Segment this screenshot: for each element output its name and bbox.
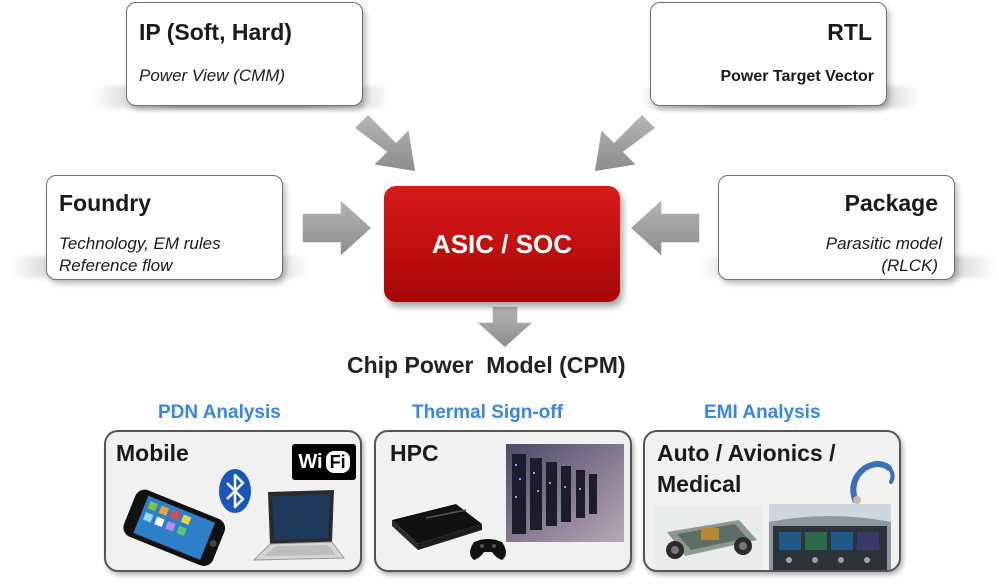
ip-title: IP (Soft, Hard) [139,19,292,45]
wifi-wi-text: Wi [298,450,323,473]
foundry-detail-line2: Reference flow [59,256,173,275]
mobile-title: Mobile [116,440,189,466]
package-detail-line1: Parasitic model [825,234,942,253]
hpc-panel: HPC [374,430,632,572]
game-console-icon [392,504,482,550]
server-racks-image [506,444,624,542]
hpc-title: HPC [390,440,439,466]
car-chassis-image [655,506,763,570]
cockpit-image [769,504,891,570]
foundry-source-box: Foundry Technology, EM rules Reference f… [46,175,283,280]
ip-source-box: IP (Soft, Hard) Power View (CMM) [126,2,363,106]
arrow-rtl-icon [593,112,658,173]
auto-title-line1: Auto / Avionics / [657,440,836,466]
laptop-icon [252,490,345,561]
arrow-foundry-icon [301,197,374,259]
wifi-icon: Wi Fi [292,444,356,480]
cpm-output-label: Chip Power Model (CPM) [347,352,626,378]
emi-analysis-heading: EMI Analysis [704,402,821,423]
package-title: Package [844,190,938,216]
rtl-detail: Power Target Vector [720,68,874,85]
arrow-package-icon [628,197,701,259]
ip-detail: Power View (CMM) [139,66,286,85]
foundry-title: Foundry [59,190,151,216]
asic-soc-label: ASIC / SOC [431,228,573,259]
bluetooth-icon [219,469,251,513]
thermal-signoff-heading: Thermal Sign-off [412,402,563,423]
package-detail-line2: (RLCK) [881,256,938,275]
auto-avionics-medical-panel: Auto / Avionics / Medical [643,430,901,572]
mobile-panel: Mobile Wi Fi [104,430,362,572]
smartphone-icon [123,489,226,566]
asic-soc-block: ASIC / SOC [384,186,620,302]
hearing-aid-icon [850,461,895,504]
rtl-source-box: RTL Power Target Vector [650,2,887,106]
package-source-box: Package Parasitic model (RLCK) [718,175,955,280]
rtl-title: RTL [827,19,872,45]
foundry-detail-line1: Technology, EM rules [59,234,221,253]
arrow-core-to-cpm-icon [474,305,536,350]
controller-icon [470,539,506,560]
pdn-analysis-heading: PDN Analysis [158,402,281,423]
wifi-fi-text: Fi [325,451,350,473]
auto-title-line2: Medical [657,471,742,497]
arrow-ip-icon [352,112,417,173]
